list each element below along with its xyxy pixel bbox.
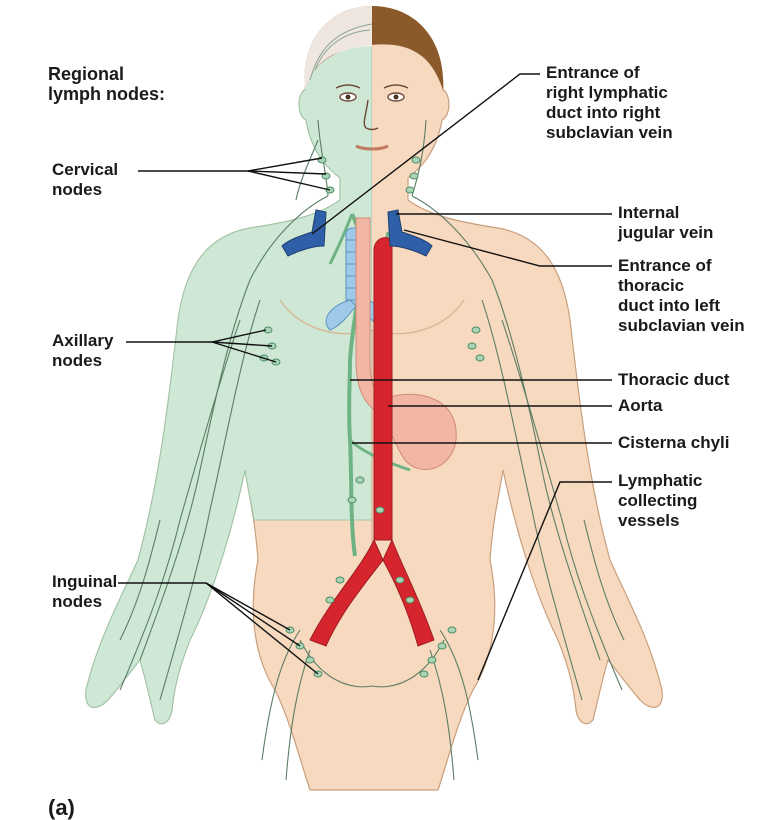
regional-lymph-nodes-heading: Regional lymph nodes: xyxy=(48,64,165,104)
label-thoracic-duct: Thoracic duct xyxy=(618,370,730,389)
face xyxy=(335,84,409,151)
leader-lines xyxy=(118,73,612,681)
label-line: vessels xyxy=(618,511,680,530)
label-line: subclavian vein xyxy=(546,123,673,142)
label-line: duct into right xyxy=(546,103,661,122)
lymph-vessel-network xyxy=(119,119,625,781)
right-lymphatic-drainage-region xyxy=(85,11,372,725)
heading-line-1: Regional xyxy=(48,64,125,84)
stomach xyxy=(379,393,457,470)
label-line: Axillary xyxy=(52,331,114,350)
label-line: Entrance of xyxy=(618,256,712,275)
label-axillary-nodes: Axillary nodes xyxy=(52,331,113,371)
label-thoracic-duct-entrance: Entrance of thoracic duct into left subc… xyxy=(618,256,745,336)
label-line: Cervical xyxy=(52,160,119,179)
label-inguinal-nodes: Inguinal nodes xyxy=(52,572,117,612)
label-aorta: Aorta xyxy=(618,396,663,415)
label-line: nodes xyxy=(52,351,103,370)
label-line: Lymphatic xyxy=(618,471,703,490)
label-line: Entrance of xyxy=(546,63,640,82)
label-line: subclavian vein xyxy=(618,316,745,335)
subclavian-veins xyxy=(281,209,433,257)
label-line: nodes xyxy=(52,180,103,199)
label-line: duct into left xyxy=(618,296,720,315)
panel-label: (a) xyxy=(48,795,75,820)
label-internal-jugular-vein: Internal jugular vein xyxy=(618,203,713,243)
label-line: right lymphatic xyxy=(546,83,668,102)
label-right-lymphatic-duct-entrance: Entrance of right lymphatic duct into ri… xyxy=(546,63,673,143)
label-line: Internal xyxy=(618,203,680,222)
aorta-vessel xyxy=(309,237,435,647)
label-lymphatic-collecting-vessels: Lymphatic collecting vessels xyxy=(618,471,702,531)
label-line: collecting xyxy=(618,491,698,510)
label-line: nodes xyxy=(52,592,103,611)
heading-line-2: lymph nodes: xyxy=(48,84,166,104)
label-line: Inguinal xyxy=(52,572,118,591)
label-line: jugular vein xyxy=(618,223,714,242)
label-cervical-nodes: Cervical nodes xyxy=(52,160,118,200)
label-line: thoracic xyxy=(618,276,685,295)
label-cisterna-chyli: Cisterna chyli xyxy=(618,433,730,452)
